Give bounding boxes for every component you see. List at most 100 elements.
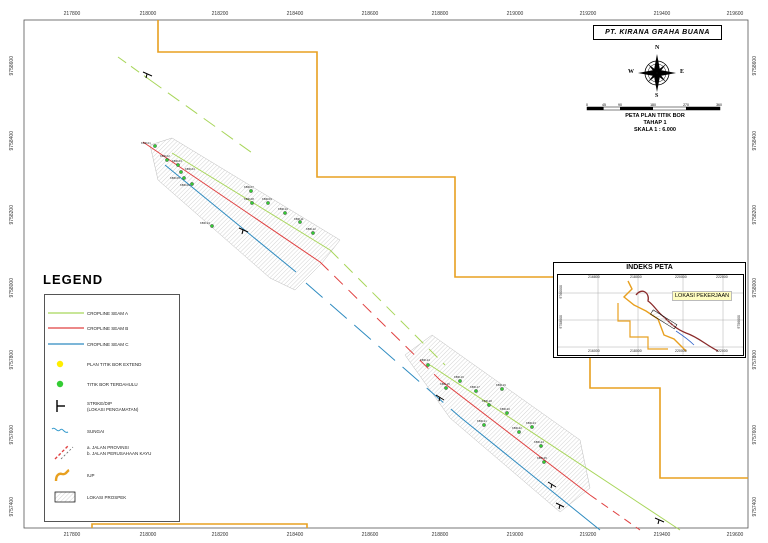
compass-w: W	[628, 69, 634, 75]
y-tick-label: 9758200	[752, 205, 758, 225]
drill-label: KBR-08	[244, 197, 254, 201]
y-tick-label: 9758200	[9, 205, 15, 225]
prospect-area-north	[149, 137, 341, 291]
drill-label: KBR-17	[470, 385, 480, 389]
y-tick-label: 9758400	[9, 131, 15, 151]
compass-s: S	[655, 93, 659, 99]
legend-box: CROPLINE SEAM A CROPLINE SEAM B CROPLINE…	[44, 294, 180, 522]
drill-label: KBR-04	[185, 167, 195, 171]
scale-label: 0	[586, 103, 588, 107]
river-icon	[51, 427, 69, 433]
iup-boundary-east	[589, 356, 748, 479]
inset-index-map: INDEKS PETA 216800 218000 220000 222000 …	[553, 262, 746, 358]
legend-label: IUP	[87, 473, 95, 478]
drill-label: KBR-25	[537, 456, 547, 460]
legend-item-seam-c: CROPLINE SEAM C	[45, 340, 179, 354]
x-tick-label: 219400	[653, 532, 671, 538]
compass-rose	[638, 54, 676, 92]
strike-dip-symbols	[142, 71, 665, 525]
legend-label: CROPLINE SEAM B	[87, 326, 129, 331]
x-tick-label: 218200	[211, 532, 229, 538]
y-tick-label: 9758400	[752, 131, 758, 151]
drill-label: KBR-22	[512, 426, 522, 430]
x-tick-label: 219200	[579, 11, 597, 17]
drill-label: KBR-19	[496, 383, 506, 387]
map-title-line2: TAHAP 1	[643, 120, 667, 126]
x-tick-label: 219200	[579, 532, 597, 538]
y-tick-label: 9757400	[752, 497, 758, 517]
drill-points-north	[153, 144, 315, 235]
legend-label: (LOKASI PENGAMATAN)	[87, 407, 139, 412]
seam-b-line-1	[142, 141, 321, 263]
drill-label: KBR-13	[200, 221, 210, 225]
map-frame	[23, 19, 749, 529]
legend-item-titik-bor: TITIK BOR TERDAHULU	[45, 379, 179, 393]
y-tick-label: 9757600	[752, 425, 758, 445]
legend-item-sungai: SUNGAI	[45, 425, 179, 439]
legend-item-strike-dip: STRIKE/DIP (LOKASI PENGAMATAN)	[45, 399, 179, 419]
seam-a-line-2	[429, 364, 681, 531]
seam-a-line-1	[171, 152, 331, 251]
legend-label: TITIK BOR TERDAHULU	[87, 382, 138, 387]
x-tick-label: 219400	[653, 11, 671, 17]
inset-title: INDEKS PETA	[626, 264, 673, 271]
drill-label: KBR-05	[170, 176, 180, 180]
legend-item-seam-a: CROPLINE SEAM A	[45, 309, 179, 323]
drill-label: KBR-18	[482, 399, 492, 403]
y-tick-label: 9757800	[9, 350, 15, 370]
seam-b-line-2	[439, 379, 591, 496]
x-tick-label: 217800	[63, 11, 81, 17]
drill-label: KBR-09	[262, 197, 272, 201]
inset-tick: 220000	[675, 349, 687, 353]
drill-label: KBR-16	[454, 375, 464, 379]
legend-item-iup: IUP	[45, 469, 179, 483]
x-tick-label: 218800	[431, 532, 449, 538]
drill-label: KBR-03	[172, 159, 182, 163]
lokasi-pekerjaan-label: LOKASI PEKERJAAN	[672, 291, 733, 301]
inset-tick: 216000	[588, 349, 600, 353]
y-tick-label: 9758600	[752, 56, 758, 76]
seam-b-dash	[319, 261, 441, 381]
legend-item-seam-b: CROPLINE SEAM B	[45, 324, 179, 338]
seam-c-line-2	[459, 416, 601, 531]
legend-label: b. JALAN PERUSAHAAN KAYU	[87, 451, 152, 456]
legend-item-jalan: a. JALAN PROVINSI b. JALAN PERUSAHAAN KA…	[45, 443, 179, 463]
x-tick-label: 217800	[63, 532, 81, 538]
x-tick-label: 218600	[361, 11, 379, 17]
legend-label: PLAN TITIK BOR EXTEND	[87, 362, 142, 367]
drill-label: KBR-20	[500, 407, 510, 411]
legend-item-lokasi-prospek: LOKASI PROSPEK	[45, 491, 179, 505]
inset-tick: 218000	[630, 349, 642, 353]
drill-label: KBR-15	[440, 382, 450, 386]
drill-label: KBR-07	[244, 185, 254, 189]
company-title: PT. KIRANA GRAHA BUANA	[593, 25, 722, 40]
drill-label: KBR-23	[526, 421, 536, 425]
strike-dip-icon	[56, 400, 65, 412]
road-icon	[54, 444, 74, 460]
compass-e: E	[680, 69, 685, 75]
green-dot-icon	[56, 380, 64, 388]
x-tick-label: 218400	[286, 532, 304, 538]
scale-label: 180	[650, 103, 656, 107]
y-tick-label: 9758000	[9, 278, 15, 298]
seam-a-dash-3	[329, 249, 446, 366]
legend-label: LOKASI PROSPEK	[87, 495, 127, 500]
x-tick-label: 219000	[506, 11, 524, 17]
map-title: PETA PLAN TITIK BOR TAHAP 1 SKALA 1 : 6.…	[585, 113, 725, 134]
drill-label: KBR-11	[294, 217, 304, 221]
map-title-line1: PETA PLAN TITIK BOR	[625, 113, 685, 119]
inset-tick: 9758000	[559, 315, 563, 329]
drill-label: KBR-10	[278, 207, 288, 211]
x-tick-label: 218800	[431, 11, 449, 17]
scale-label: 90	[618, 103, 622, 107]
inset-tick: 218000	[630, 275, 642, 279]
seam-c-line-1	[164, 164, 297, 273]
inset-map-area	[557, 274, 744, 356]
scale-bar	[586, 106, 721, 111]
hatch-swatch	[54, 491, 76, 503]
y-tick-label: 9757800	[752, 350, 758, 370]
drill-label: KBR-21	[477, 419, 487, 423]
scale-label: 360	[716, 103, 722, 107]
inset-map-svg	[558, 275, 743, 355]
